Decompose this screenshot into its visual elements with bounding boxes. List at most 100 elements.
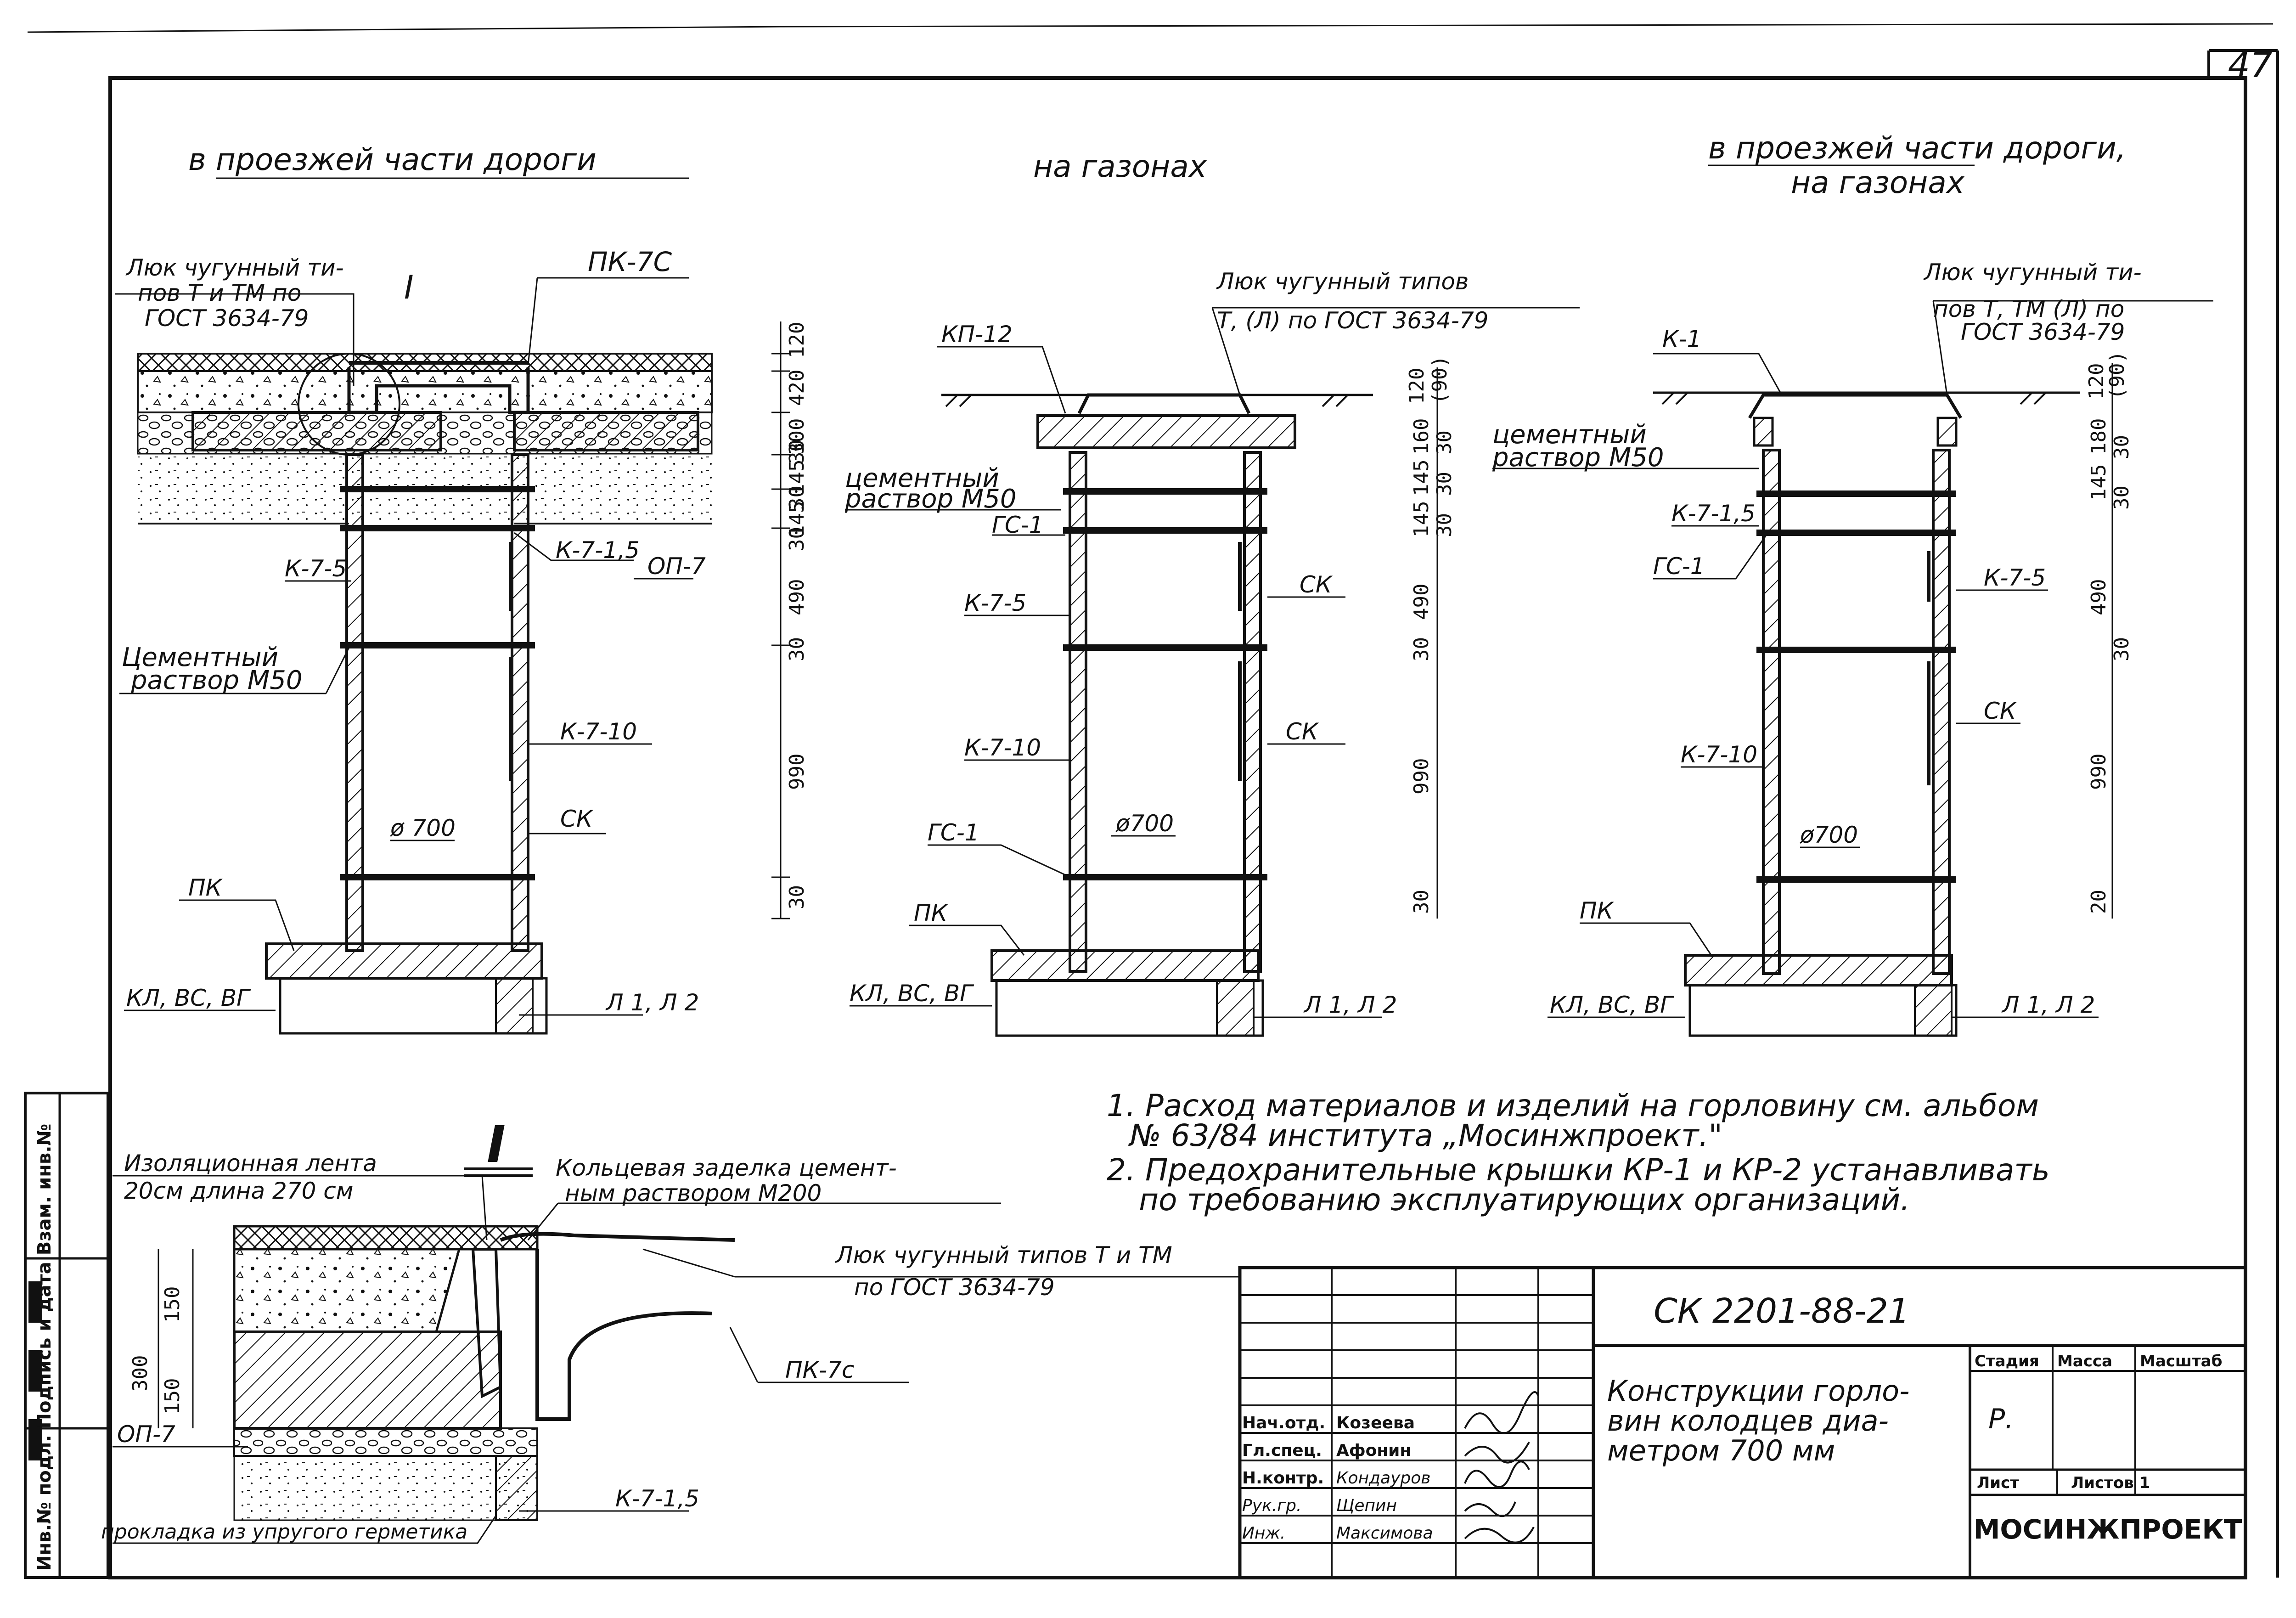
label-hatch: Люк чугунный типов <box>1216 268 1469 295</box>
organization: МОСИНЖПРОЕКТ <box>1974 1514 2242 1545</box>
label-base: ПК <box>188 874 223 901</box>
label-gasket2: ГС-1 <box>928 819 979 846</box>
label-ring-10: К-7-10 <box>560 718 637 745</box>
label-hatches: Л 1, Л 2 <box>605 989 699 1016</box>
stage-value: Р. <box>1988 1403 2014 1435</box>
dim: (90) <box>2105 351 2129 400</box>
dim: 120 <box>1405 368 1429 404</box>
signer-name: Максимова <box>1336 1524 1433 1543</box>
label-ring-10: К-7-10 <box>1681 741 1757 768</box>
label-ladder2: СК <box>1286 718 1319 745</box>
signer-name: Щепин <box>1336 1496 1397 1515</box>
dim: 490 <box>2087 579 2110 615</box>
col-mass: Масса <box>2057 1352 2112 1370</box>
label-base-slab: КЛ, ВС, ВГ <box>126 985 251 1011</box>
col-scale: Масштаб <box>2140 1352 2222 1370</box>
label-support: ОП-7 <box>647 553 706 580</box>
col-stage: Стадия <box>1975 1352 2039 1370</box>
label-hatches: Л 1, Л 2 <box>1303 992 1397 1018</box>
section-view-lawns: 120 (90) 160 30 145 30 145 30 490 30 990… <box>844 268 1580 1037</box>
label-mortar2: раствор М50 <box>130 665 302 695</box>
sheets-label: Листов 1 <box>2071 1474 2150 1492</box>
role: Рук.гр. <box>1242 1496 1301 1515</box>
label-ring-15: К-7-1,5 <box>1671 500 1756 527</box>
dim: 120 <box>785 322 809 358</box>
label-base: ПК <box>1580 897 1615 924</box>
label-ladder: СК <box>1300 571 1333 598</box>
drawing-code: СК 2201-88-21 <box>1654 1291 1910 1331</box>
label-diameter: ø700 <box>1115 810 1174 837</box>
label-ring-15: К-7-1,5 <box>556 537 640 564</box>
label-gasket: ГС-1 <box>1653 553 1705 580</box>
label-ring-5: К-7-5 <box>964 590 1026 616</box>
dim: 30 <box>1433 472 1456 496</box>
dim: 30 <box>785 885 809 909</box>
dim: 490 <box>1410 584 1433 620</box>
label-hatch2: пов Т, ТМ (Л) по <box>1933 296 2124 322</box>
dim: 30 <box>1433 430 1456 455</box>
label-base-slab: КЛ, ВС, ВГ <box>1550 992 1675 1018</box>
section-view-combined: 120 (90) 180 30 145 30 490 30 990 20 <box>1492 259 2213 1037</box>
dim: 160 <box>1410 418 1433 455</box>
title-block: СК 2201-88-21 Конструкции горло- вин кол… <box>1238 1266 2247 1579</box>
dim: 180 <box>2087 418 2110 455</box>
label-slab: ПК-7с <box>785 1357 854 1383</box>
label-gasket: ГС-1 <box>992 512 1044 538</box>
role: Н.контр. <box>1242 1469 1324 1488</box>
label-gasket: прокладка из упругого герметика <box>101 1520 467 1544</box>
view-3-heading-line2: на газонах <box>1791 165 1965 200</box>
page-number: 47 <box>2228 45 2273 85</box>
label-ladder: СК <box>560 806 594 832</box>
label-base-slab: КЛ, ВС, ВГ <box>850 980 974 1007</box>
label-detail-mark: I <box>404 269 414 306</box>
dim: 300 <box>129 1355 152 1392</box>
dim: 990 <box>1410 758 1433 795</box>
signatures <box>1464 1391 1539 1544</box>
label-base: ПК <box>914 900 949 926</box>
dim: 145 <box>1410 460 1433 496</box>
label-hatch: Люк чугунный ти- <box>125 254 344 281</box>
label-hatch: Люк чугунный ти- <box>1923 259 2142 286</box>
signer-name: Афонин <box>1336 1441 1411 1460</box>
label-slab: ПК-7С <box>588 246 672 277</box>
dim: 20 <box>2087 890 2110 914</box>
notes: 1. Расход материалов и изделий на горлов… <box>1107 1088 2050 1218</box>
dim: 30 <box>1433 513 1456 537</box>
label-slab: К-1 <box>1662 326 1701 352</box>
view-3-heading: в проезжей части дороги, <box>1708 130 2126 166</box>
dim: 30 <box>785 440 809 464</box>
label-mortar: Цементный <box>122 643 278 672</box>
label-mortar: цементный <box>1492 420 1647 450</box>
detail-view-i: I 150 300 150 Изоляционная лента <box>101 1115 1240 1544</box>
title-line-3: метром 700 мм <box>1607 1434 1835 1467</box>
label-tape: Изоляционная лента <box>124 1150 377 1177</box>
note-line: 2. Предохранительные крышки КР-1 и КР-2 … <box>1107 1152 2050 1188</box>
signer-name: Козеева <box>1336 1414 1415 1432</box>
note-line: № 63/84 института „Мосинжпроект." <box>1128 1118 1722 1153</box>
sheet-label: Лист <box>1977 1474 2019 1492</box>
side-stamp: Инв.№ подл. Подпись и дата Взам. инв.№ <box>24 1092 109 1579</box>
label-ring-seal2: ным раствором М200 <box>565 1180 822 1206</box>
dim: 30 <box>1410 890 1433 914</box>
label-hatch2: пов Т и ТМ по <box>138 280 301 306</box>
side-stamp-text: Инв.№ подл. Подпись и дата Взам. инв.№ <box>34 1123 55 1571</box>
label-hatch3: ГОСТ 3634-79 <box>1961 319 2125 345</box>
label-diameter: ø700 <box>1800 822 1858 848</box>
label-tape2: 20см длина 270 см <box>124 1178 354 1204</box>
signer-name: Кондауров <box>1336 1469 1430 1488</box>
label-slab: КП-12 <box>941 321 1013 348</box>
sheet-frame: 47 Инв.№ подл. Подпись и дата Взам. инв.… <box>24 23 2279 1579</box>
label-hatch: Люк чугунный типов Т и ТМ <box>835 1242 1172 1268</box>
view-1-heading: в проезжей части дороги <box>188 142 597 177</box>
label-mortar: цементный <box>845 463 999 493</box>
dim: 30 <box>2110 435 2133 459</box>
role: Гл.спец. <box>1242 1441 1322 1460</box>
label-hatch2: по ГОСТ 3634-79 <box>854 1274 1055 1301</box>
label-ring-5: К-7-5 <box>1984 564 2046 591</box>
dim: 150 <box>161 1286 184 1323</box>
role: Инж. <box>1242 1524 1285 1543</box>
dim: 30 <box>785 527 809 551</box>
dim: 490 <box>785 579 809 615</box>
label-mortar2: раствор М50 <box>844 484 1016 514</box>
